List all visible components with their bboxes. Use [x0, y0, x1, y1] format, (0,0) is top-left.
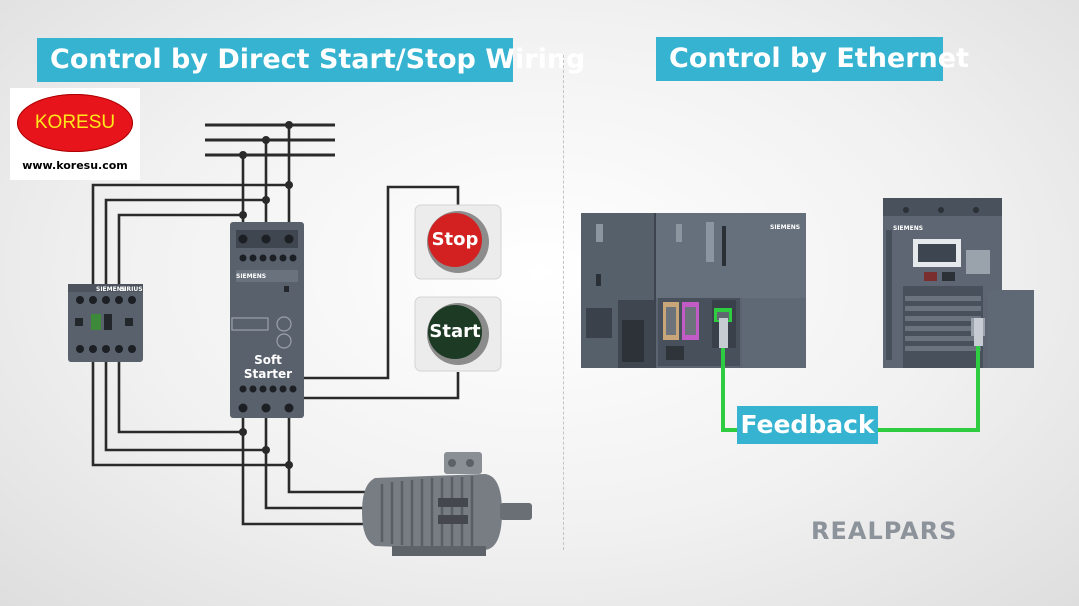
contactor-icon: [68, 284, 143, 362]
start-button-icon: [414, 296, 502, 372]
logo-oval: KORESU: [17, 94, 133, 152]
contactor-brand: SIEMENS: [96, 286, 127, 293]
panel-divider: [563, 55, 564, 550]
stop-button-icon: [414, 204, 502, 280]
right-title-banner: Control by Ethernet: [656, 37, 969, 81]
drive-panel-icon: [883, 198, 1034, 368]
stop-button-label: Stop: [431, 229, 479, 250]
soft-starter-label: Soft Starter: [243, 353, 293, 381]
drive-brand: SIEMENS: [893, 225, 924, 232]
left-title-banner: Control by Direct Start/Stop Wiring: [37, 38, 585, 82]
wire-junctions: [239, 121, 293, 469]
plc-brand: SIEMENS: [770, 224, 801, 231]
contactor-series: SIRIUS: [120, 286, 143, 293]
soft-starter-brand: SIEMENS: [236, 273, 267, 280]
logo-url: www.koresu.com: [22, 159, 128, 172]
plc-icon: [581, 213, 806, 368]
koresu-logo: KORESU www.koresu.com: [10, 88, 140, 180]
start-button-label: Start: [429, 321, 481, 342]
control-wiring: [91, 125, 460, 526]
realpars-logo: REALPARS: [811, 517, 958, 545]
feedback-label: Feedback: [737, 406, 878, 444]
logo-text: KORESU: [34, 112, 116, 133]
motor-icon: [362, 452, 532, 556]
soft-starter-icon: [230, 222, 304, 418]
